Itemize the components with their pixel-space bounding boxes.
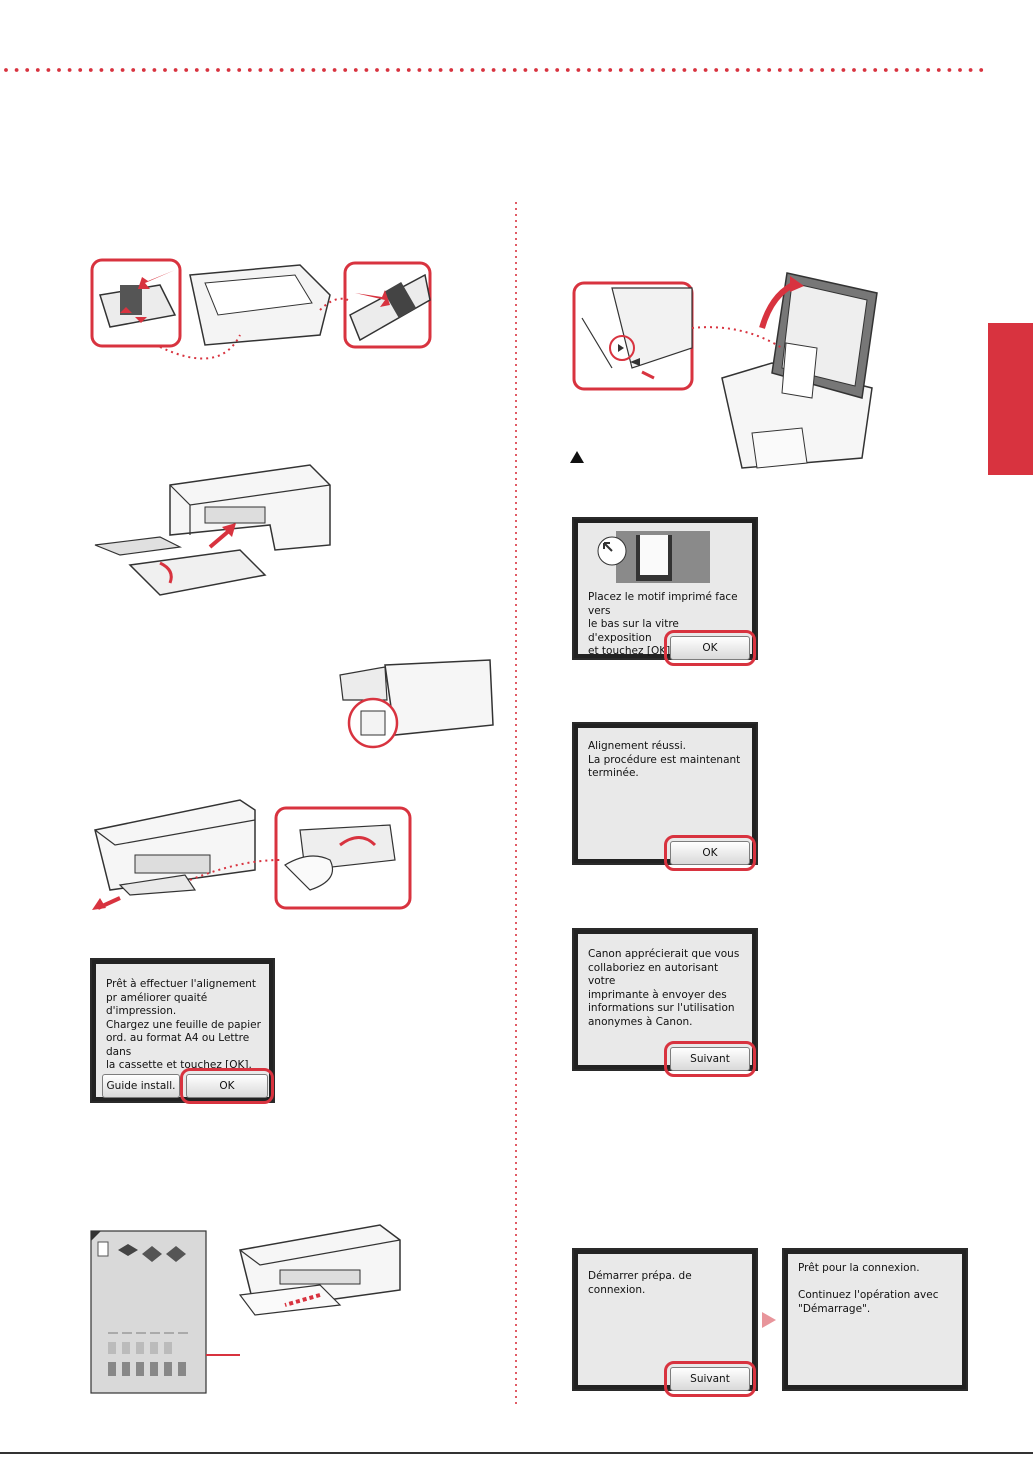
place-pattern-diagram bbox=[596, 529, 712, 585]
connection-ready-message: Prêt pour la connexion. Continuez l'opér… bbox=[798, 1262, 939, 1315]
next-button[interactable]: Suivant bbox=[670, 1367, 750, 1391]
triangle-mark-icon bbox=[570, 448, 584, 467]
connection-start-screen: Démarrer prépa. de connexion. Suivant bbox=[572, 1248, 758, 1397]
cassette-guides-illustration bbox=[90, 255, 435, 365]
scanner-glass-illustration bbox=[572, 268, 882, 473]
guide-install-button[interactable]: Guide install. bbox=[102, 1074, 180, 1098]
output-tray-illustration bbox=[335, 655, 495, 750]
alignment-done-screen: Alignement réussi. La procédure est main… bbox=[572, 722, 758, 871]
place-pattern-screen: Placez le motif imprimé face vers le bas… bbox=[572, 517, 758, 666]
section-tab bbox=[988, 323, 1033, 475]
connection-start-message: Démarrer prépa. de connexion. bbox=[588, 1270, 692, 1296]
ok-highlight bbox=[664, 630, 756, 666]
next-highlight bbox=[664, 1361, 756, 1397]
next-highlight bbox=[664, 1041, 756, 1077]
ok-button[interactable]: OK bbox=[670, 636, 750, 660]
next-button[interactable]: Suivant bbox=[670, 1047, 750, 1071]
bottom-rule bbox=[0, 1452, 1033, 1454]
canon-info-screen: Canon apprécierait que vous collaboriez … bbox=[572, 928, 758, 1077]
ok-button[interactable]: OK bbox=[186, 1074, 268, 1098]
canon-info-message: Canon apprécierait que vous collaboriez … bbox=[588, 948, 740, 1028]
alignment-start-message: Prêt à effectuer l'alignement pr amélior… bbox=[106, 978, 261, 1071]
alignment-done-message: Alignement réussi. La procédure est main… bbox=[588, 740, 741, 779]
column-divider bbox=[515, 200, 517, 1405]
ok-highlight bbox=[664, 835, 756, 871]
ok-highlight bbox=[180, 1068, 274, 1104]
printer-output-illustration bbox=[230, 1220, 405, 1320]
extend-tray-illustration bbox=[90, 790, 412, 915]
insert-cassette-illustration bbox=[90, 455, 335, 605]
top-dotted-border bbox=[4, 68, 984, 72]
connection-ready-screen: Prêt pour la connexion. Continuez l'opér… bbox=[782, 1248, 968, 1391]
ok-button[interactable]: OK bbox=[670, 841, 750, 865]
arrow-right-icon bbox=[762, 1312, 776, 1332]
alignment-start-screen: Prêt à effectuer l'alignement pr amélior… bbox=[90, 958, 275, 1104]
alignment-sheet-illustration bbox=[90, 1230, 260, 1395]
